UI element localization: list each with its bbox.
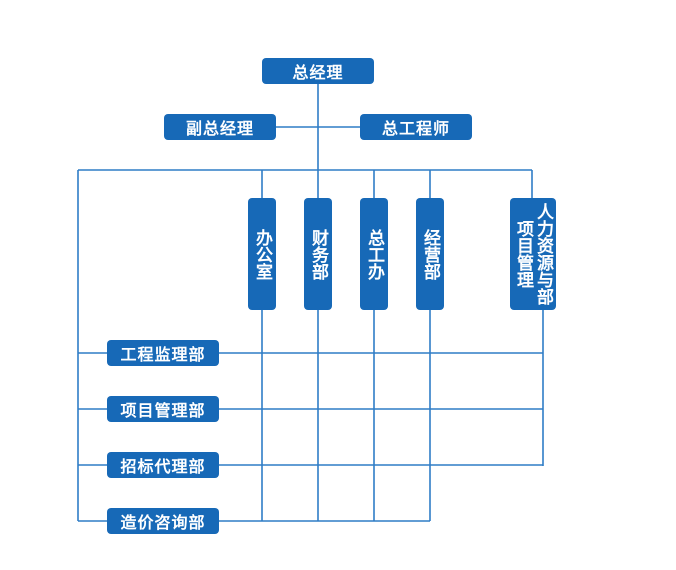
department-project-hr-box: 项目管理 人力资源与部 [510, 198, 556, 310]
project-dept-cost-consulting-label: 造价咨询部 [120, 513, 206, 532]
department-project-hr-label-line2: 人力资源与部 [533, 203, 553, 305]
project-dept-management-label: 项目管理部 [120, 401, 206, 420]
project-dept-cost-consulting-box: 造价咨询部 [107, 508, 219, 534]
deputy-general-manager-label: 副总经理 [185, 119, 254, 138]
project-dept-supervision-box: 工程监理部 [107, 340, 219, 366]
project-dept-tender-agency-box: 招标代理部 [107, 452, 219, 478]
department-office-box: 办公室 [248, 198, 276, 310]
project-dept-supervision-label: 工程监理部 [120, 345, 206, 364]
deputy-general-manager-box: 副总经理 [164, 114, 276, 140]
department-office-label: 办公室 [252, 228, 272, 280]
project-dept-tender-agency-label: 招标代理部 [120, 457, 206, 476]
department-business-label: 经营部 [420, 228, 440, 280]
department-chief-engineer-office-label: 总工办 [364, 228, 384, 280]
department-finance-label: 财务部 [308, 228, 328, 280]
department-chief-engineer-office-box: 总工办 [360, 198, 388, 310]
chief-engineer-label: 总工程师 [381, 119, 450, 138]
chief-engineer-box: 总工程师 [360, 114, 472, 140]
general-manager-box: 总经理 [262, 58, 374, 84]
department-project-hr-label-line1: 项目管理 [513, 220, 533, 288]
general-manager-label: 总经理 [292, 63, 344, 82]
project-dept-management-box: 项目管理部 [107, 396, 219, 422]
department-finance-box: 财务部 [304, 198, 332, 310]
department-business-box: 经营部 [416, 198, 444, 310]
